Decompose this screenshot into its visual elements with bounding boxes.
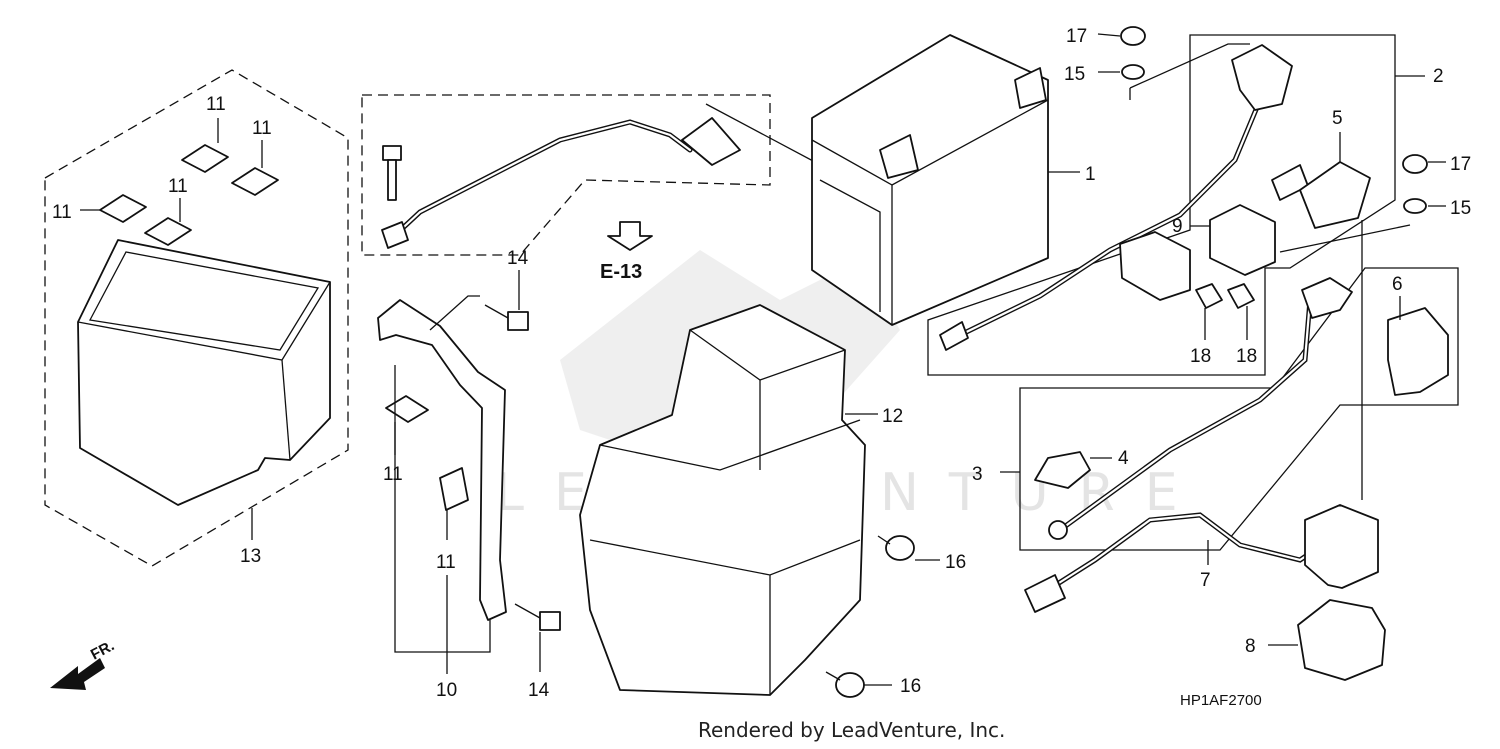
- diagram-code: HP1AF2700: [1180, 692, 1262, 709]
- callout-1: 1: [1085, 164, 1096, 185]
- callout-11: 11: [206, 94, 226, 115]
- cable-terminal: [1301, 277, 1353, 319]
- callout-11: 11: [168, 176, 188, 197]
- starter-relay-group: [1024, 220, 1386, 681]
- fuse: [1227, 283, 1255, 309]
- cable-bracket: [681, 117, 741, 166]
- callout-17: 17: [1450, 154, 1471, 175]
- bolt-icon: [539, 611, 561, 631]
- rubber-pad: [231, 167, 279, 196]
- washer-icon: [1403, 198, 1427, 214]
- battery-case-group: [44, 69, 349, 567]
- callout-11: 11: [52, 202, 72, 223]
- callout-15: 15: [1064, 64, 1085, 85]
- negative-cable-group: E-13: [361, 94, 831, 283]
- battery-band: [377, 299, 507, 621]
- callout-18: 18: [1190, 346, 1211, 367]
- nut-icon: [1402, 154, 1428, 174]
- nut-set-top: [1097, 26, 1446, 214]
- callout-17: 17: [1066, 26, 1087, 47]
- harness-end: [939, 321, 969, 351]
- callout-15: 15: [1450, 198, 1471, 219]
- washer-icon: [1121, 64, 1145, 80]
- callout-6: 6: [1392, 274, 1403, 295]
- callout-12: 12: [882, 406, 903, 427]
- bolt-icon: [507, 311, 529, 331]
- battery-band-group: [377, 270, 561, 674]
- callout-labels: 1 2 3 4 5 6 7 8 9 10 11 11 11 11 11 11 1…: [52, 26, 1471, 701]
- terminal-cover: [1299, 161, 1371, 229]
- render-credit: Rendered by LeadVenture, Inc.: [698, 718, 1005, 742]
- callout-2: 2: [1433, 66, 1444, 87]
- callout-14: 14: [528, 680, 550, 701]
- terminal-cover-small: [1387, 307, 1449, 396]
- battery-box: [579, 304, 878, 696]
- screws: [825, 535, 940, 698]
- harness-boot: [1231, 44, 1293, 111]
- screw-icon: [835, 672, 865, 698]
- ring-terminal: [1048, 520, 1068, 540]
- terminal-eyelet: [381, 221, 409, 249]
- callout-16: 16: [900, 676, 921, 697]
- callout-9: 9: [1172, 216, 1183, 237]
- section-ref: E-13: [600, 261, 642, 283]
- connector-coupler: [1119, 231, 1191, 301]
- rubber-pad: [439, 467, 469, 511]
- callout-13: 13: [240, 546, 261, 567]
- starter-relay: [1304, 504, 1379, 589]
- callout-5: 5: [1332, 108, 1343, 129]
- callout-3: 3: [972, 464, 983, 485]
- rubber-pad: [181, 144, 229, 173]
- callout-11: 11: [436, 552, 456, 573]
- relay: [1209, 204, 1276, 276]
- fuse: [1195, 283, 1223, 309]
- terminal-boot: [1034, 451, 1091, 489]
- callout-16: 16: [945, 552, 966, 573]
- callout-11: 11: [252, 118, 272, 139]
- front-arrow-icon: FR.: [50, 637, 117, 690]
- battery: [811, 34, 1080, 326]
- rubber-pad: [385, 395, 429, 423]
- front-marker: FR.: [88, 637, 117, 663]
- relay-cover: [1297, 599, 1386, 681]
- section-arrow-icon: [607, 221, 653, 251]
- bolt-icon: [382, 145, 402, 201]
- rubber-pad: [99, 194, 147, 223]
- nut-icon: [1120, 26, 1146, 46]
- callout-7: 7: [1200, 570, 1211, 591]
- callout-14: 14: [507, 248, 529, 269]
- callout-10: 10: [436, 680, 457, 701]
- connector-plug: [1024, 574, 1066, 613]
- screw-icon: [885, 535, 915, 561]
- callout-4: 4: [1118, 448, 1129, 469]
- callout-8: 8: [1245, 636, 1256, 657]
- battery-cable-group: [1000, 224, 1459, 551]
- callout-18: 18: [1236, 346, 1257, 367]
- rubber-pad: [144, 217, 192, 246]
- battery-case: [77, 239, 331, 506]
- callout-11: 11: [383, 464, 403, 485]
- harness-group: [927, 34, 1425, 376]
